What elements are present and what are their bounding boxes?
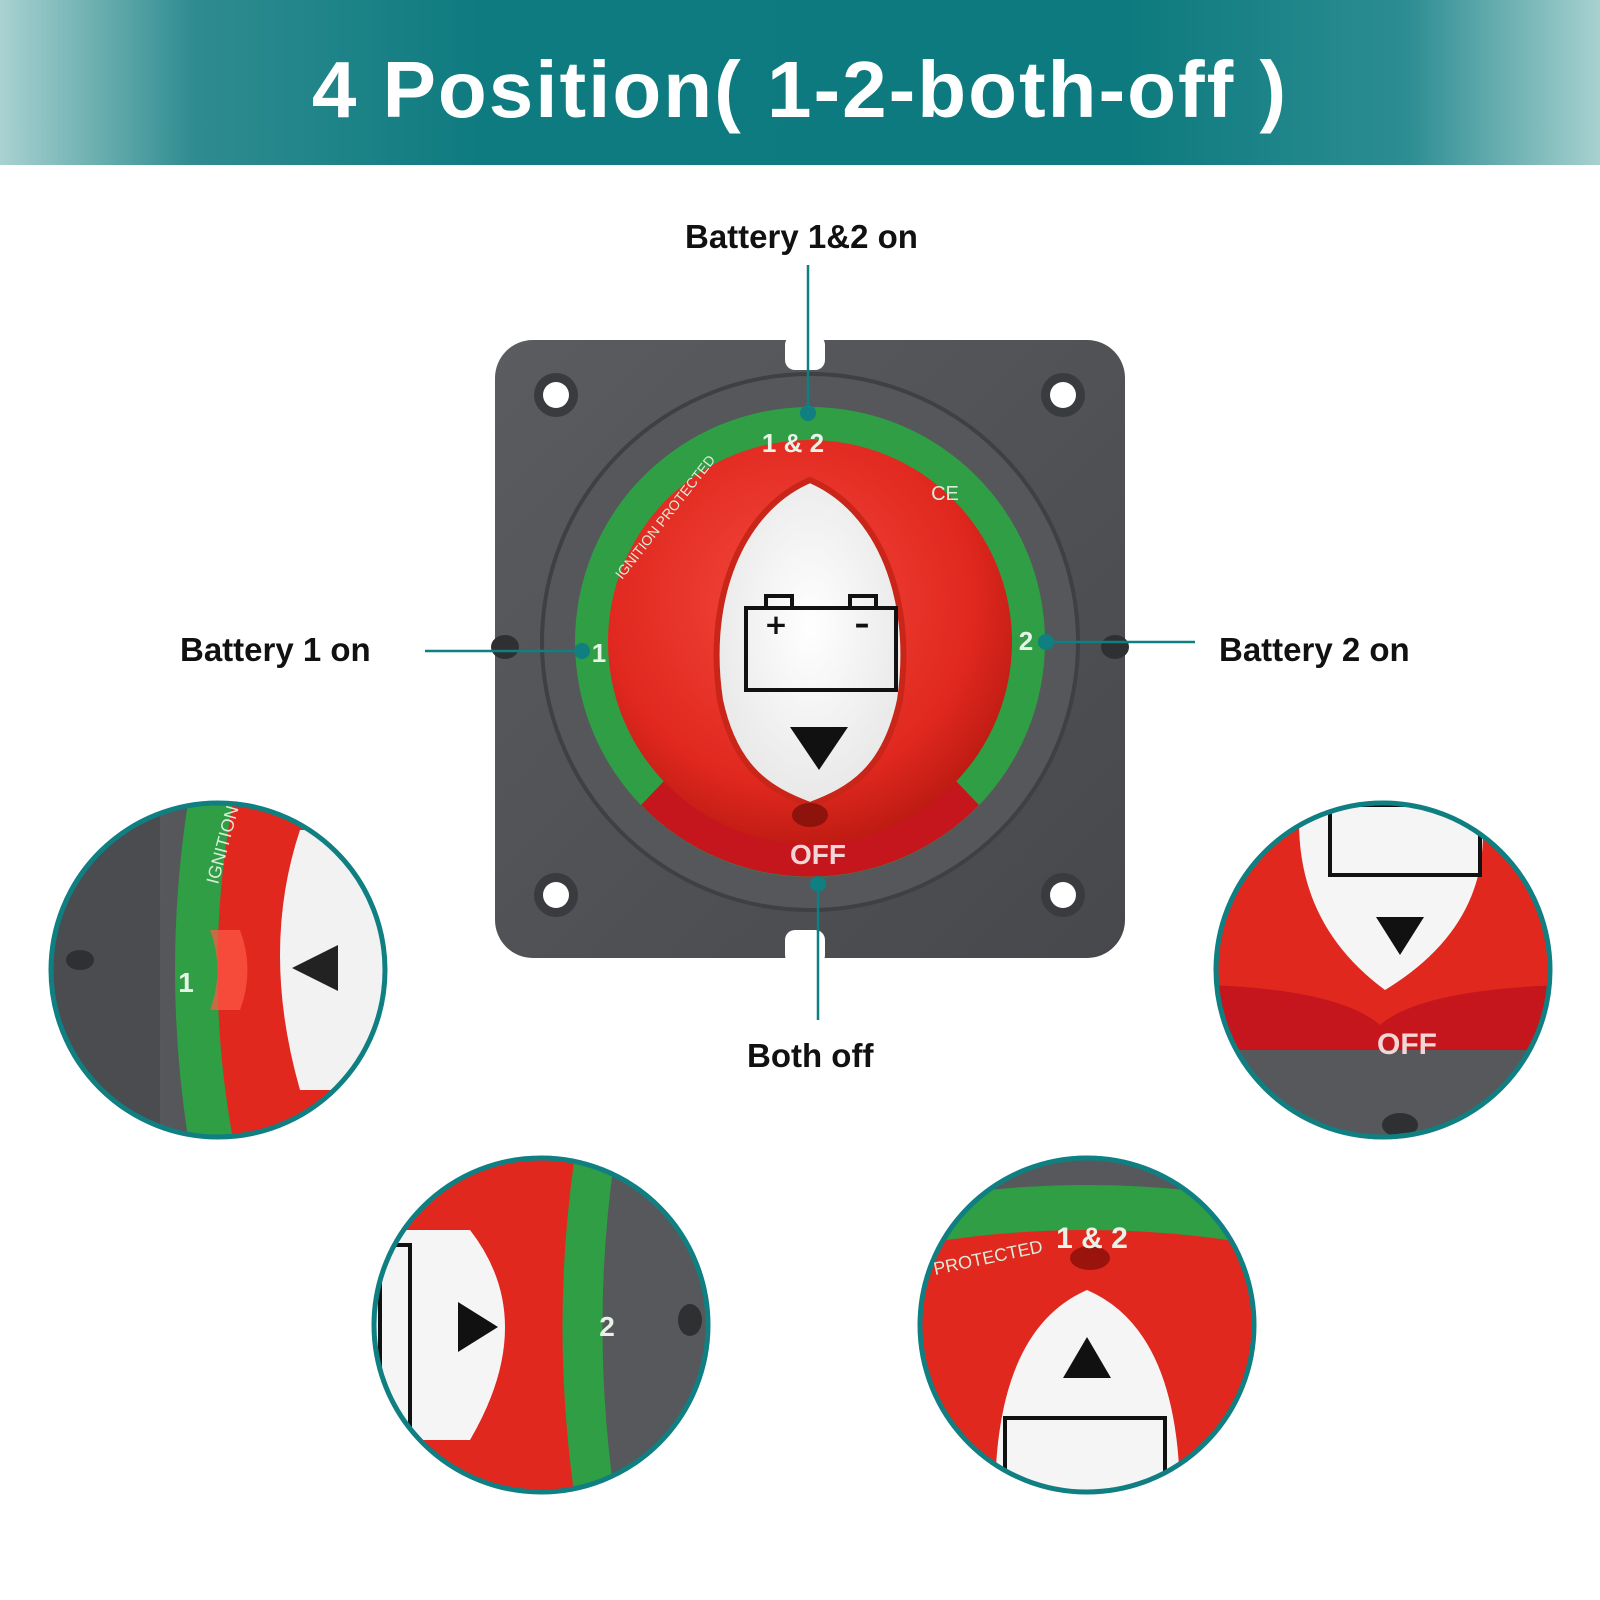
main-switch: + – 1 & 2 1 2 OFF CE IGNITION PROTECTED [491, 335, 1129, 965]
page-title: 4 Position( 1-2-both-off ) [311, 45, 1289, 134]
zoom-inset-position-2: 2 [371, 1155, 711, 1495]
zoom-inset-both: 1 & 2 PROTECTED [917, 1155, 1257, 1495]
zoom-inset-position-1: 1 IGNITION [48, 800, 388, 1140]
callout-both-off: Both off [747, 1037, 874, 1074]
housing-slot-left [491, 635, 519, 659]
housing-notch-top [785, 335, 825, 370]
callout-lines [425, 265, 1195, 1020]
callout-battery-both-on: Battery 1&2 on [685, 218, 918, 255]
ring-label-1: 1 [592, 638, 606, 668]
zoom-inset-off: OFF [1213, 800, 1553, 1140]
svg-text:+: + [764, 608, 787, 641]
ring-label-2: 2 [1019, 626, 1033, 656]
ce-mark: CE [931, 483, 959, 505]
callout-battery-2-on: Battery 2 on [1219, 631, 1410, 668]
inset-c-label: 2 [599, 1311, 615, 1342]
battery-icon: + – [744, 594, 898, 692]
mounting-holes [534, 373, 1085, 917]
inset-a-label: 1 [178, 967, 194, 998]
housing-slot-right [1101, 635, 1129, 659]
off-sector [641, 780, 979, 877]
svg-text:–: – [855, 607, 870, 642]
title-banner: 4 Position( 1-2-both-off ) [0, 0, 1600, 165]
inset-d-label: 1 & 2 [1056, 1222, 1128, 1255]
pointer-down-icon [790, 727, 848, 770]
inset-b-label: OFF [1377, 1028, 1437, 1061]
housing-notch-bottom [785, 930, 825, 965]
ring-label-off: OFF [790, 839, 846, 870]
ring-label-both: 1 & 2 [762, 428, 824, 458]
callout-battery-1-on: Battery 1 on [180, 631, 371, 668]
